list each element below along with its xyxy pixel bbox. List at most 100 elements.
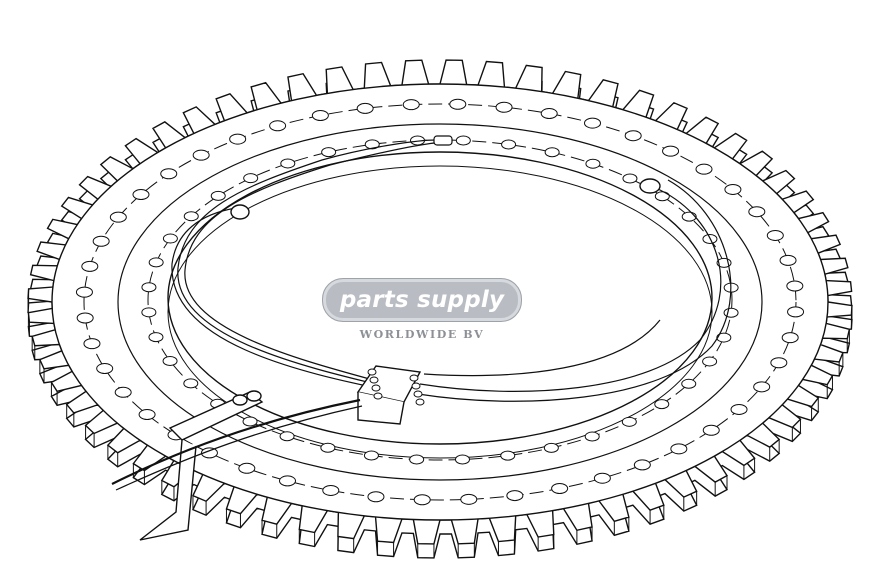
logo-badge: parts supply — [322, 278, 522, 322]
bolt-hole — [730, 403, 748, 415]
bolt-hole — [114, 386, 132, 398]
bolt-hole — [654, 399, 670, 410]
hose-fitting — [230, 204, 250, 220]
bolt-hole — [622, 173, 638, 184]
bolt-hole — [786, 280, 804, 292]
hose-line — [171, 207, 397, 393]
bolt-hole — [551, 482, 569, 494]
bolt-holes — [75, 98, 805, 506]
bolt-hole — [413, 494, 431, 506]
bolt-hole — [695, 163, 713, 175]
bolt-hole — [787, 306, 805, 318]
block-port — [411, 382, 421, 390]
bolt-hole — [242, 416, 258, 427]
bolt-hole — [92, 235, 110, 247]
bracket-fitting — [232, 394, 248, 406]
bolt-hole — [781, 332, 799, 344]
bolt-hole — [75, 286, 93, 298]
bolt-hole — [160, 168, 178, 180]
bolt-hole — [702, 356, 718, 367]
bolt-hole — [702, 424, 720, 436]
bolt-hole — [495, 101, 513, 113]
bolt-hole — [138, 409, 156, 421]
bolt-hole — [243, 173, 259, 184]
block-port — [373, 392, 383, 400]
bolt-hole — [364, 139, 380, 150]
bolt-hole — [183, 378, 199, 389]
bolt-hole — [455, 135, 471, 146]
cable-line — [111, 398, 361, 485]
bolt-hole — [621, 416, 637, 427]
bolt-hole — [83, 338, 101, 350]
bolt-hole — [109, 211, 127, 223]
bolt-hole — [501, 139, 517, 150]
bolt-hole — [321, 147, 337, 158]
bolt-hole — [81, 260, 99, 272]
hose-line — [423, 319, 661, 377]
bolt-hole — [238, 462, 256, 474]
bolt-hole — [76, 312, 94, 324]
bolt-hole — [322, 484, 340, 496]
lubrication-hoses — [171, 135, 732, 425]
block-port — [369, 376, 379, 384]
bolt-hole — [723, 307, 739, 318]
bolt-hole — [356, 102, 374, 114]
block-port — [415, 398, 425, 406]
bolt-hole — [584, 117, 602, 129]
bolt-hole — [278, 475, 296, 487]
bolt-hole — [192, 149, 210, 161]
bolt-hole — [544, 147, 560, 158]
bolt-hole — [141, 307, 157, 318]
watermark-logo: parts supply WORLDWIDE BV — [322, 278, 522, 341]
logo-tagline: WORLDWIDE BV — [359, 328, 485, 341]
bolt-hole — [593, 472, 611, 484]
bolt-hole — [402, 99, 420, 111]
bolt-hole — [320, 442, 336, 453]
bolt-hole — [500, 450, 516, 461]
rim-inner-lower-edge — [167, 165, 713, 459]
block-port — [367, 368, 377, 376]
hose-line — [184, 141, 449, 385]
bolt-hole — [662, 145, 680, 157]
bolt-hole — [148, 332, 164, 343]
distribution-block-face — [357, 392, 405, 425]
bolt-hole — [681, 211, 697, 222]
bolt-hole — [363, 450, 379, 461]
block-port — [413, 390, 423, 398]
bolt-hole — [279, 431, 295, 442]
bolt-hole — [96, 363, 114, 375]
bolt-circle-outer — [83, 103, 797, 501]
bolt-hole — [454, 454, 470, 465]
bolt-hole — [584, 431, 600, 442]
bolt-hole — [280, 158, 296, 169]
bolt-hole — [148, 257, 164, 268]
bolt-hole — [449, 98, 467, 110]
bolt-hole — [162, 356, 178, 367]
hose-line — [177, 139, 437, 389]
bolt-hole — [716, 332, 732, 343]
cable-line — [115, 405, 363, 491]
bolt-hole — [132, 189, 150, 201]
bolt-hole — [624, 130, 642, 142]
bracket-fitting — [246, 390, 262, 402]
bolt-hole — [753, 381, 771, 393]
hose-fitting — [433, 135, 453, 146]
bracket-leg — [139, 439, 197, 541]
bolt-hole — [654, 191, 670, 202]
bolt-hole — [200, 447, 218, 459]
bolt-hole — [229, 133, 247, 145]
bolt-hole — [460, 493, 478, 505]
bolt-hole — [633, 459, 651, 471]
bolt-hole — [409, 454, 425, 465]
bolt-hole — [585, 158, 601, 169]
bolt-hole — [540, 108, 558, 120]
bolt-hole — [269, 120, 287, 132]
bolt-hole — [162, 233, 178, 244]
bolt-hole — [766, 229, 784, 241]
bolt-hole — [670, 443, 688, 455]
bolt-hole — [141, 282, 157, 293]
bolt-hole — [543, 442, 559, 453]
hose-fitting — [639, 178, 661, 194]
bolt-hole — [748, 206, 766, 218]
bolt-hole — [311, 110, 329, 122]
